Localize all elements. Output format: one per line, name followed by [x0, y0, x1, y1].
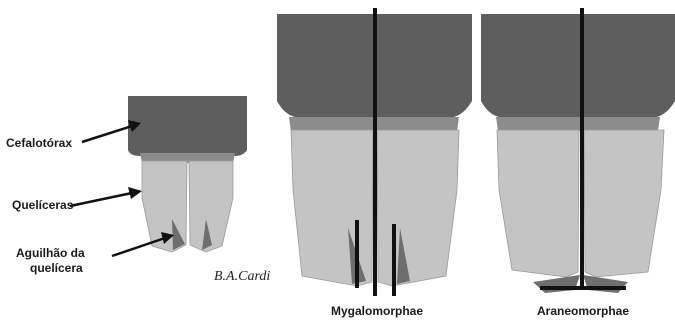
cephalothorax-shape — [128, 96, 247, 156]
chelicera-right — [189, 161, 233, 252]
artist-signature: B.A.Cardi — [214, 269, 270, 284]
arrow-chelicerae — [70, 187, 142, 206]
mygalomorphae-label: Mygalomorphae — [331, 304, 423, 318]
cephalothorax-label: Cefalotórax — [6, 136, 72, 150]
labelled-figure: Cefalotórax Quelíceras Aguilhão da quelí… — [6, 96, 270, 284]
fang-label-line1: Aguilhão da — [16, 246, 85, 260]
araneomorphae-chelicera-right — [584, 130, 664, 277]
fang-label-line2: quelícera — [30, 261, 83, 275]
mygalomorphae-figure: Mygalomorphae — [277, 8, 472, 318]
araneomorphae-carapace — [481, 14, 675, 118]
araneomorphae-chelicera-left — [497, 130, 579, 277]
chelicerae-label: Quelíceras — [12, 198, 74, 212]
mygalomorphae-chelicera-right — [377, 130, 459, 286]
araneomorphae-band — [496, 117, 660, 131]
mygalomorphae-chelicera-left — [291, 130, 373, 286]
araneomorphae-figure: Araneomorphae — [481, 8, 675, 318]
araneomorphae-fang-left — [533, 275, 580, 293]
araneomorphae-fang-right — [583, 275, 628, 293]
araneomorphae-label: Araneomorphae — [537, 304, 629, 318]
